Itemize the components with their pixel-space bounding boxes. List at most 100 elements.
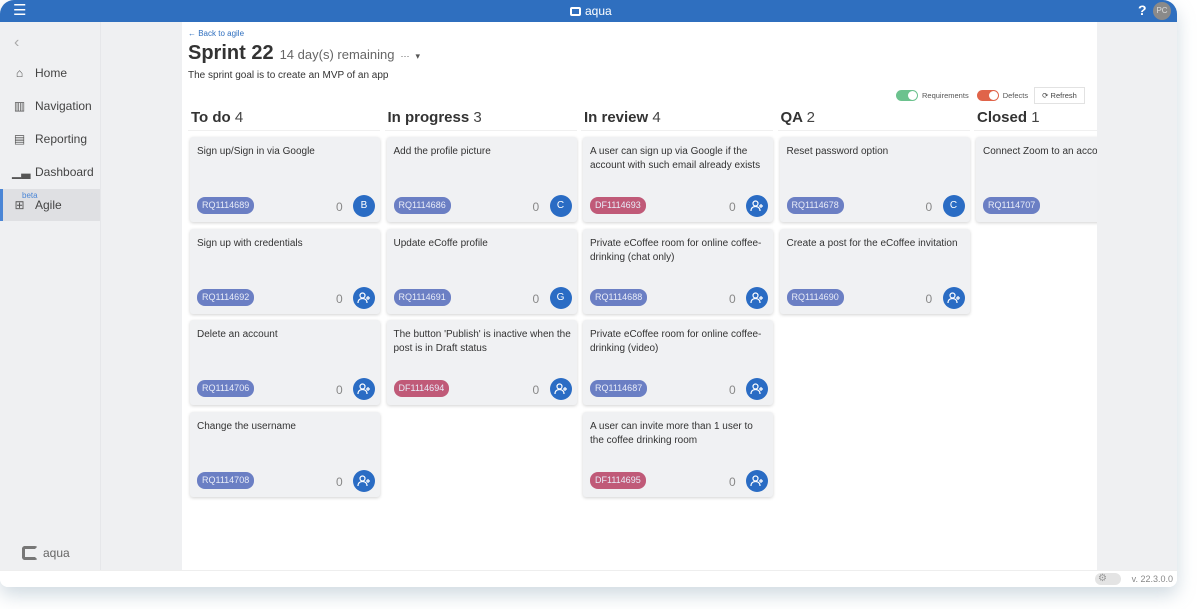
card-title: The button 'Publish' is inactive when th… (393, 329, 571, 354)
card[interactable]: A user can invite more than 1 user to th… (583, 411, 773, 497)
add-assignee-icon[interactable] (353, 286, 375, 309)
card-title: Connect Zoom to an account (983, 146, 1097, 157)
column-title: In progress (387, 109, 470, 126)
comment-count: 0 (336, 474, 343, 489)
add-assignee-icon[interactable] (942, 286, 965, 309)
requirement-id-badge[interactable]: RQ1114689 (197, 197, 255, 214)
add-assignee-icon[interactable] (746, 195, 768, 217)
more-icon[interactable]: ··· (400, 51, 410, 61)
sidebar-item-reporting[interactable]: ▤Reporting (0, 123, 100, 155)
comment-count: 0 (729, 474, 736, 489)
assignee-avatar[interactable]: B (353, 195, 375, 217)
defect-id-badge[interactable]: DF1114695 (590, 471, 646, 489)
add-assignee-icon[interactable] (746, 469, 768, 492)
column-in-review: In review 4 A user can sign up via Googl… (581, 109, 773, 497)
card-title: A user can invite more than 1 user to th… (590, 420, 753, 446)
card-title: Sign up with credentials (197, 237, 303, 249)
app-window: ☰ aqua ? PC ‹ ⌂Home▥Navigation▤Reporting… (0, 0, 1177, 587)
card[interactable]: Private eCoffee room for online coffee-d… (583, 228, 773, 314)
defects-label: Defects (1002, 91, 1029, 100)
top-bar: ☰ aqua ? PC (0, 0, 1177, 22)
card-title: Update eCoffe profile (393, 237, 488, 249)
assignee-avatar[interactable]: C (942, 195, 965, 217)
refresh-label: Refresh (1050, 91, 1077, 100)
chevron-down-icon[interactable]: ▾ (415, 51, 420, 61)
column-header: To do 4 (188, 109, 380, 131)
card[interactable]: Private eCoffee room for online coffee-d… (583, 320, 773, 405)
aqua-logo-icon (22, 546, 38, 560)
column-in-progress: In progress 3 Add the profile picture RQ… (384, 109, 577, 405)
add-assignee-icon[interactable] (746, 286, 768, 309)
comment-count: 0 (336, 383, 343, 397)
help-icon[interactable]: ? (1138, 2, 1147, 18)
sprint-header: Sprint 22 14 day(s) remaining ··· ▾ (188, 42, 420, 65)
sprint-goal: The sprint goal is to create an MVP of a… (188, 70, 389, 81)
add-assignee-icon[interactable] (353, 469, 375, 492)
card-title: Reset password option (786, 146, 889, 157)
card[interactable]: Delete an account RQ1114706 0 (190, 320, 380, 405)
logo-text: aqua (43, 546, 70, 560)
requirements-label: Requirements (922, 91, 969, 100)
requirement-id-badge[interactable]: RQ1114708 (197, 471, 255, 489)
card[interactable]: A user can sign up via Google if the acc… (583, 137, 773, 222)
column-header: QA 2 (777, 109, 970, 131)
sidebar-item-navigation[interactable]: ▥Navigation (0, 90, 100, 122)
back-to-agile-link[interactable]: ← Back to agile (188, 29, 245, 38)
defect-id-badge[interactable]: DF1114694 (393, 380, 450, 397)
requirement-id-badge[interactable]: RQ1114692 (197, 288, 255, 306)
comment-count: 0 (925, 291, 933, 306)
settings-toggle[interactable]: ⚙ (1095, 573, 1121, 585)
card-title: Create a post for the eCoffee invitation (786, 237, 958, 249)
column-count: 3 (473, 109, 482, 126)
right-panel (1097, 22, 1177, 570)
gear-icon: ⚙ (1098, 573, 1107, 584)
requirement-id-badge[interactable]: RQ1114707 (983, 197, 1041, 214)
card-title: Sign up/Sign in via Google (197, 146, 315, 157)
card[interactable]: Create a post for the eCoffee invitation… (779, 228, 970, 314)
column-header: In review 4 (581, 109, 773, 131)
sidebar-item-label: Reporting (35, 132, 88, 146)
collapse-sidebar-icon[interactable]: ‹ (14, 34, 20, 51)
user-avatar[interactable]: PC (1153, 2, 1171, 20)
brand: aqua (570, 4, 612, 18)
menu-icon[interactable]: ☰ (13, 2, 27, 19)
brand-name: aqua (585, 4, 612, 18)
comment-count: 0 (532, 200, 540, 214)
defect-id-badge[interactable]: DF1114693 (590, 197, 646, 214)
column-count: 4 (652, 109, 661, 126)
days-remaining: 14 day(s) remaining (279, 47, 395, 62)
comment-count: 0 (532, 383, 540, 397)
add-assignee-icon[interactable] (549, 378, 572, 400)
add-assignee-icon[interactable] (746, 378, 768, 400)
requirement-id-badge[interactable]: RQ1114687 (590, 380, 648, 397)
requirement-id-badge[interactable]: RQ1114686 (393, 197, 451, 214)
requirement-id-badge[interactable]: RQ1114688 (590, 288, 648, 306)
sidebar-item-dashboard[interactable]: ▁▃Dashboard (0, 156, 100, 188)
filters: Requirements Defects ⟳ Refresh (896, 87, 1085, 104)
requirement-id-badge[interactable]: RQ1114690 (786, 288, 844, 306)
refresh-button[interactable]: ⟳ Refresh (1034, 87, 1085, 104)
sidebar-item-home[interactable]: ⌂Home (0, 57, 100, 89)
requirement-id-badge[interactable]: RQ1114706 (197, 380, 255, 397)
assignee-avatar[interactable]: C (549, 195, 572, 217)
requirement-id-badge[interactable]: RQ1114691 (393, 288, 451, 306)
requirements-toggle[interactable] (896, 90, 918, 101)
card-title: Delete an account (197, 329, 278, 340)
card[interactable]: The button 'Publish' is inactive when th… (386, 320, 577, 405)
add-assignee-icon[interactable] (353, 378, 375, 400)
sidebar-item-label: Navigation (35, 99, 92, 113)
assignee-avatar[interactable]: G (549, 286, 572, 309)
page-title: Sprint 22 (188, 42, 274, 64)
grid-icon: ⊞ (14, 198, 25, 212)
defects-toggle[interactable] (976, 90, 999, 101)
requirement-id-badge[interactable]: RQ1114678 (786, 197, 844, 214)
card[interactable]: Connect Zoom to an account RQ1114707 (976, 137, 1097, 222)
